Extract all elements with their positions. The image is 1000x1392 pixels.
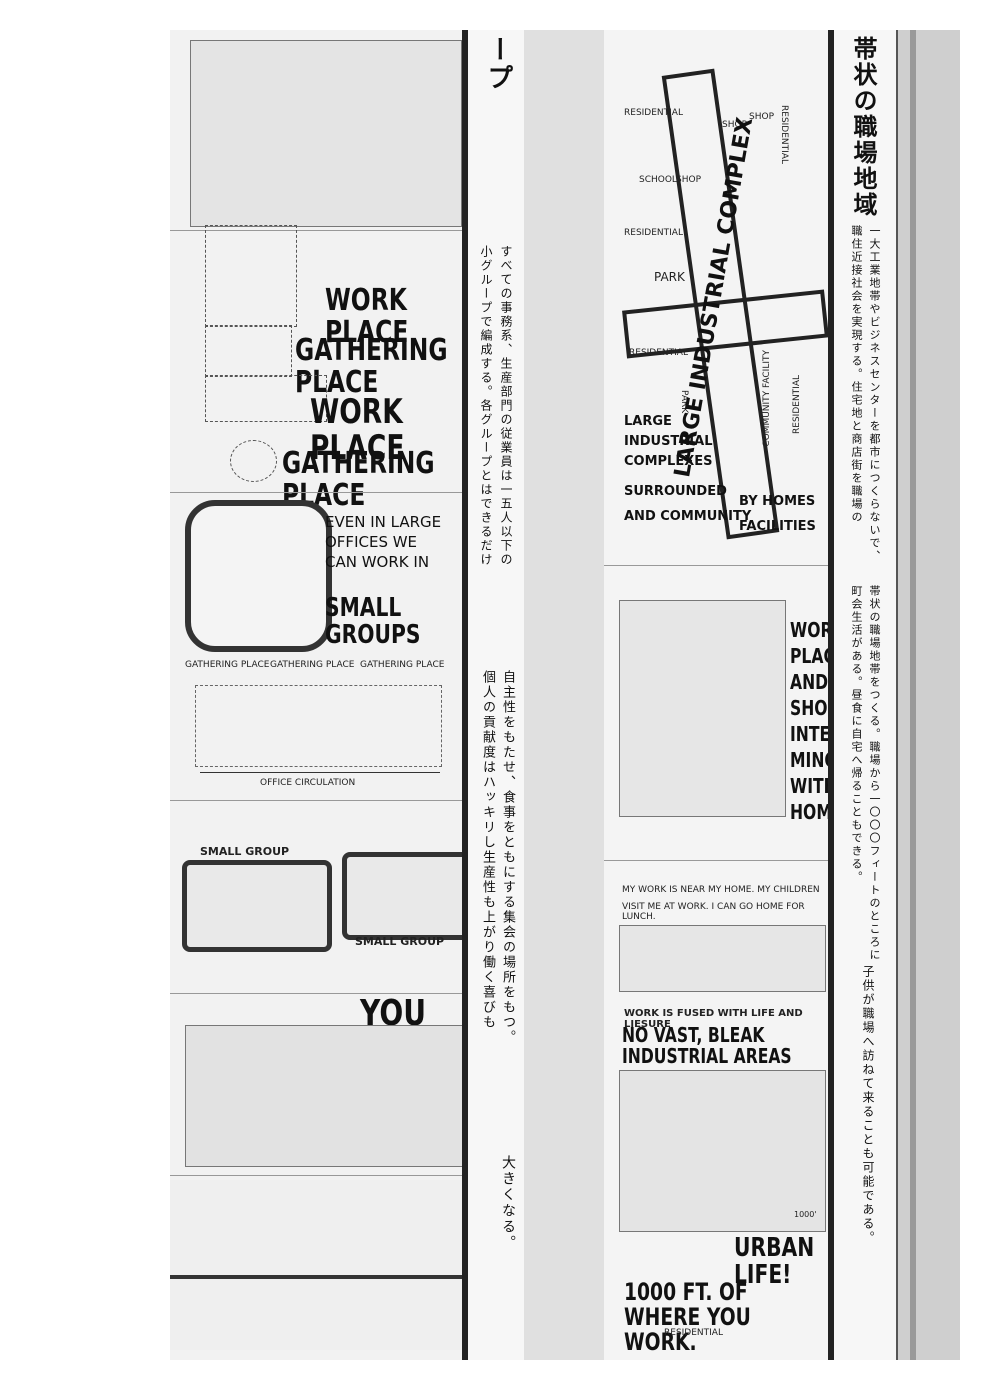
divider [170, 230, 465, 231]
strip1-col2: 小グループで編成する。各グループとはできるだけ [479, 245, 493, 567]
work-place-label-2: WORK PLACE [310, 392, 405, 468]
residential-d: RESIDENTIAL [629, 348, 688, 358]
street-elevation-sketch [619, 925, 826, 992]
gathering-place-label-2: GATHERING PLACE [282, 446, 435, 513]
shop-a: SHOP [722, 120, 747, 130]
caption-line-4: SURROUNDED [624, 484, 727, 499]
residential-b: RESIDENTIAL [779, 105, 789, 164]
even-line-1: EVEN IN LARGE [325, 513, 442, 531]
small-group-label-1: SMALL GROUP [200, 845, 290, 858]
work-cluster-plan [205, 375, 327, 422]
urban-life-label: URBAN LIFE! [734, 1233, 815, 1291]
caption-right-2: FACILITIES [739, 519, 816, 534]
wall-edge [890, 30, 960, 1360]
work-line-7: WITH [790, 774, 837, 798]
office-plan-grid [195, 685, 442, 767]
school: SCHOOL [639, 175, 677, 185]
left-blank-area [30, 30, 170, 1360]
residential-e: RESIDENTIAL [792, 375, 802, 434]
work-place-plan [200, 225, 300, 335]
gathering-circle-plan [230, 440, 277, 482]
community-facility: COMMUNITY FACILITY [762, 350, 772, 447]
work-place-label: WORK PLACE [325, 283, 409, 350]
divider [170, 492, 465, 493]
shop-c: SHOP [676, 175, 701, 185]
gathering-place-a: GATHERING PLACE [185, 660, 270, 670]
divider [170, 993, 465, 994]
fused-label: WORK IS FUSED WITH LIFE AND LIESURE [624, 1008, 803, 1030]
caption-line-1: LARGE [624, 414, 672, 429]
circulation-arrow [200, 772, 440, 773]
near-line-1: MY WORK IS NEAR MY HOME. MY CHILDREN [622, 885, 820, 895]
wall-gap [524, 30, 604, 1360]
divider [604, 565, 829, 566]
residential-f: RESIDENTIAL [664, 1328, 723, 1338]
wall-corner [910, 30, 916, 1360]
terrain-sketch [170, 1180, 465, 1350]
thousand-ft-label: 1000 FT. OF WHERE YOU WORK. [624, 1278, 751, 1357]
small-group-sketch-2 [342, 852, 470, 940]
strip2-col3: 帯状の職場地帯をつくる。職場から一〇〇〇フィートのところに [868, 585, 881, 962]
japanese-strip-2: 帯状の職場地域 一大工業地帯やビジネスセンターを都市につくらないで、 職住近接社… [828, 30, 898, 1360]
park-a: PARK [654, 270, 685, 284]
office-workers-sketch [190, 40, 462, 227]
even-line-2: OFFICES WE [325, 533, 418, 551]
japanese-strip-1: 少数の職場グループ すべての事務系、生産部門の従業員は一五人以下の 小グループで… [462, 30, 550, 1360]
caption-right-1: BY HOMES [739, 494, 816, 509]
crowd-sketch [185, 1025, 467, 1167]
residential-c: RESIDENTIAL [624, 228, 683, 238]
gathering-plan [205, 325, 292, 377]
strip1-col5: 大きくなる。 [500, 1155, 516, 1251]
small-group-label-2: SMALL GROUP [355, 935, 445, 948]
divider [604, 860, 829, 861]
caption-line-5: AND COMMUNITY [624, 509, 752, 524]
strip2-col5: 子供が職場へ訪ねて来ることも可能である。 [861, 965, 875, 1245]
gathering-place-c: GATHERING PLACE [360, 660, 445, 670]
caption-line-2: INDUSTRIAL [624, 434, 713, 449]
exhibit-wall: WORK PLACE GATHERING PLACE WORK PLACE GA… [30, 30, 960, 1360]
residential-a: RESIDENTIAL [624, 108, 683, 118]
hexagon-office-plan [185, 500, 332, 652]
gathering-place-label: GATHERING PLACE [295, 333, 448, 400]
distance-label: 1000' [794, 1210, 817, 1219]
strip1-col3: 自主性をもたせ、食事をともにする集会の場所をもつ。 [500, 670, 515, 1045]
even-line-3: CAN WORK IN [325, 553, 430, 571]
small-groups-label: SMALL GROUPS [325, 593, 421, 651]
strip2-col1: 一大工業地帯やビジネスセンターを都市につくらないで、 [868, 225, 881, 563]
shop-b: SHOP [749, 112, 774, 122]
left-poster: WORK PLACE GATHERING PLACE WORK PLACE GA… [170, 30, 470, 1360]
gathering-place-b: GATHERING PLACE [270, 660, 355, 670]
work-line-3: AND [790, 670, 829, 694]
divider [170, 1175, 465, 1176]
divider [170, 800, 465, 801]
park-b: PARK [679, 390, 689, 414]
office-circulation-label: OFFICE CIRCULATION [260, 778, 356, 788]
near-line-2: VISIT ME AT WORK. I CAN GO HOME FOR LUNC… [622, 902, 805, 922]
caption-line-3: COMPLEXES [624, 454, 713, 469]
small-group-sketch-1 [182, 860, 332, 952]
strip2-col4: 町会生活がある。昼食に自宅へ帰ることもできる。 [850, 585, 863, 884]
town-plan-sketch [619, 600, 786, 817]
right-poster: RESIDENTIAL SHOP SHOP RESIDENTIAL SCHOOL… [604, 30, 858, 1360]
strip1-col4: 個人の貢献度はハッキリし生産性も上がり働く喜びも [480, 670, 495, 1030]
no-vast-label: NO VAST, BLEAK INDUSTRIAL AREAS [622, 1023, 792, 1068]
strip2-col2: 職住近接社会を実現する。住宅地と商店街を職場の [850, 225, 863, 524]
strip1-col1: すべての事務系、生産部門の従業員は一五人以下の [499, 245, 513, 567]
strip2-title: 帯状の職場地域 [849, 36, 877, 218]
urban-street-sketch [619, 1070, 826, 1232]
